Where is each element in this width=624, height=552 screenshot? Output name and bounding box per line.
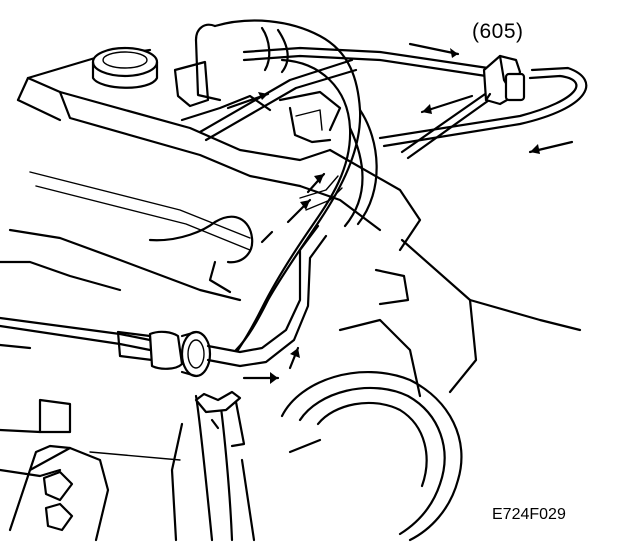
flow-arrows bbox=[226, 42, 574, 384]
oil-filler-cap bbox=[91, 46, 159, 89]
hose-clip bbox=[170, 390, 256, 542]
figure-id-label: E724F029 bbox=[492, 506, 566, 523]
bleed-pipes bbox=[198, 46, 588, 160]
radiator-hose bbox=[194, 19, 378, 352]
engine-block bbox=[0, 48, 422, 478]
coolant-valve bbox=[482, 54, 526, 106]
thermostat-housing bbox=[173, 60, 342, 144]
part-number-callout: (605) bbox=[472, 20, 524, 43]
heater-pipe bbox=[0, 175, 343, 378]
engine-mount bbox=[8, 444, 110, 542]
fan-pulley bbox=[280, 238, 582, 542]
